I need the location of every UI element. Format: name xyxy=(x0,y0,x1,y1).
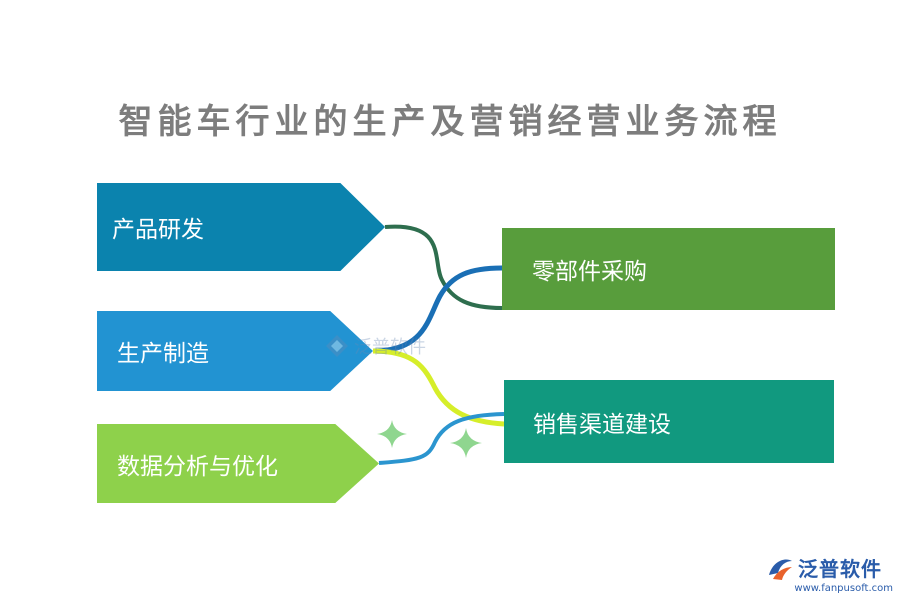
watermark-logo-icon xyxy=(326,335,348,357)
sparkle-icon xyxy=(450,428,482,458)
brand-name: 泛普软件 xyxy=(798,557,882,581)
brand-url: www.fanpusoft.com xyxy=(794,583,893,594)
connector-rd-to-procurement xyxy=(384,224,503,310)
step-label: 产品研发 xyxy=(112,217,204,243)
step-label: 数据分析与优化 xyxy=(117,453,278,480)
step-label: 零部件采购 xyxy=(532,259,647,285)
step-product-rd: 产品研发 xyxy=(97,183,385,271)
step-label: 生产制造 xyxy=(117,341,209,367)
page-title: 智能车行业的生产及营销经营业务流程 xyxy=(118,102,782,142)
brand-logo: 泛普软件 www.fanpusoft.com xyxy=(765,553,893,595)
watermark-text: 泛普软件 xyxy=(354,337,426,358)
brand-logo-icon xyxy=(769,559,792,580)
connector-production-to-sales xyxy=(372,348,505,427)
step-production: 生产制造 xyxy=(97,311,373,391)
watermark: 泛普软件 xyxy=(324,333,426,359)
connector-analysis-to-sales xyxy=(378,412,505,465)
sparkle-icon xyxy=(377,420,407,448)
step-label: 销售渠道建设 xyxy=(533,411,671,438)
step-parts-procurement: 零部件采购 xyxy=(502,228,835,310)
step-sales-channel: 销售渠道建设 xyxy=(504,380,834,463)
step-data-analysis: 数据分析与优化 xyxy=(97,424,379,503)
connector-production-to-procurement xyxy=(372,265,503,354)
